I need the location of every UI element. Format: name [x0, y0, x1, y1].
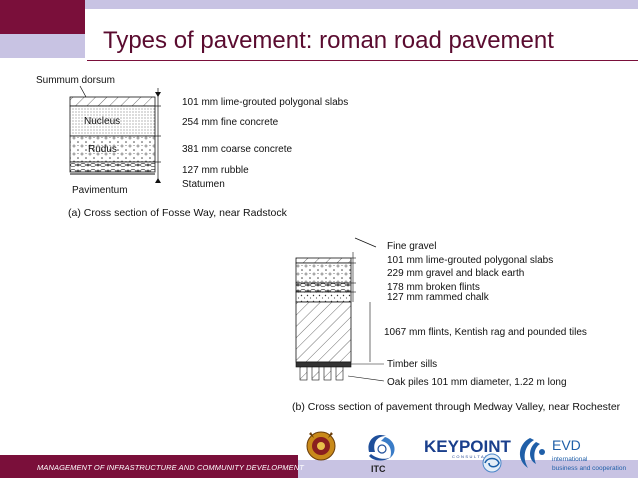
layer-b-5: 127 mm rammed chalk — [387, 292, 490, 303]
layer-b-1: Fine gravel — [387, 241, 436, 252]
label-summum-dorsum: Summum dorsum — [36, 75, 115, 86]
keypoint-logo-text: KEYPOINT — [424, 437, 512, 456]
top-corner-block-light — [0, 34, 85, 58]
label-pavimentum: Pavimentum — [72, 185, 128, 196]
evd-logo: EVD international business and cooperati… — [519, 437, 626, 472]
layer-b-3: 229 mm gravel and black earth — [387, 268, 524, 279]
figure-a: Summum dorsum Nucleus Rudus Pavimentum 1… — [36, 75, 348, 219]
slide-title: Types of pavement: roman road pavement — [103, 27, 554, 54]
footer-bar-light — [298, 460, 638, 478]
keypoint-logo-subtext: CONSULTANCY — [452, 454, 498, 459]
figure-b: Fine gravel 101 mm lime-grouted polygona… — [292, 237, 621, 413]
keypoint-logo: KEYPOINT CONSULTANCY — [424, 437, 512, 473]
oak-piles — [299, 366, 344, 381]
top-corner-block-dark — [0, 0, 85, 34]
keypoint-swirl-icon — [482, 453, 502, 473]
top-accent-bar — [85, 0, 638, 9]
itc-logo-text: ITC — [371, 464, 386, 474]
caption-b: (b) Cross section of pavement through Me… — [292, 401, 621, 413]
layer-b-8: Oak piles 101 mm diameter, 1.22 m long — [387, 377, 567, 388]
title-divider — [87, 60, 638, 61]
layer-a-3: 381 mm coarse concrete — [182, 144, 292, 155]
evd-logo-line-1: international — [552, 456, 588, 463]
evd-logo-line-2: business and cooperation — [552, 465, 626, 472]
evd-globe-icon — [519, 438, 545, 468]
layer-b-7: Timber sills — [387, 359, 437, 370]
layer-a-5: Statumen — [182, 179, 225, 190]
layer-a-4: 127 mm rubble — [182, 165, 249, 176]
layer-a-2: 254 mm fine concrete — [182, 117, 279, 128]
label-rudus: Rudus — [88, 144, 117, 155]
evd-logo-text: EVD — [552, 437, 581, 453]
emblem-logo-icon — [306, 431, 336, 461]
caption-a: (a) Cross section of Fosse Way, near Rad… — [68, 207, 288, 219]
layer-b-6: 1067 mm flints, Kentish rag and pounded … — [384, 327, 587, 338]
pavement-diagrams: Summum dorsum Nucleus Rudus Pavimentum 1… — [36, 75, 621, 413]
footer-bar-dark — [0, 455, 298, 478]
layer-a-1: 101 mm lime-grouted polygonal slabs — [182, 97, 348, 108]
label-nucleus: Nucleus — [84, 116, 120, 127]
layer-b-2: 101 mm lime-grouted polygonal slabs — [387, 255, 553, 266]
itc-logo-icon: ITC — [368, 434, 395, 474]
footer-text: MANAGEMENT OF INFRASTRUCTURE AND COMMUNI… — [37, 463, 304, 472]
layer-b-4: 178 mm broken flints — [387, 282, 480, 293]
